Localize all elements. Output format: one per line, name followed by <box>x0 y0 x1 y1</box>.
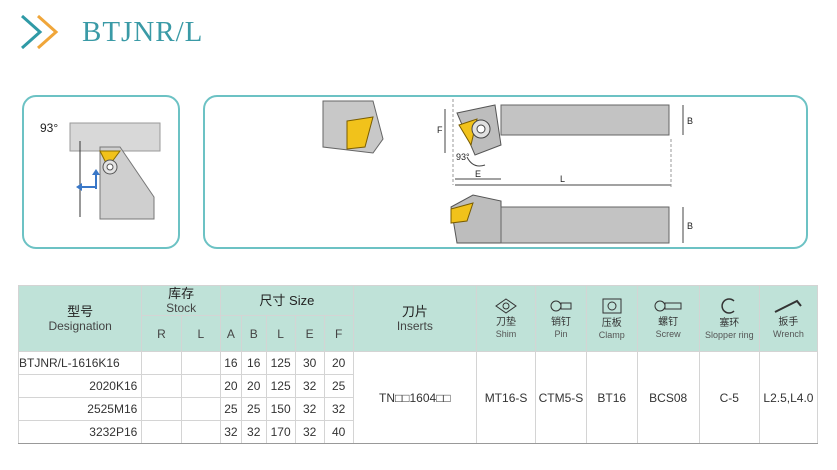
double-chevron-icon <box>21 14 59 50</box>
dimension-drawing-panel: 93° F B E L B <box>203 95 808 249</box>
clamp-header: 压板 Clamp <box>585 285 638 352</box>
dimension-drawing: 93° F B E L B <box>322 99 693 244</box>
ring-cell: C-5 <box>698 351 760 444</box>
b-side-dim-label: B <box>687 221 693 231</box>
inserts-header: 刀片 Inserts <box>352 285 478 352</box>
size-e-header: E <box>294 315 325 352</box>
stock-header: 库存 Stock <box>141 285 222 316</box>
pin-header: 销钉 Pin <box>535 285 587 352</box>
size-a-header: A <box>220 315 242 352</box>
f-dim-label: F <box>437 125 443 135</box>
screw-cell: BCS08 <box>636 351 700 444</box>
approach-angle-panel: 93° <box>22 95 180 249</box>
l-dim-label: L <box>560 174 565 184</box>
screw-header: 螺钉 Screw <box>636 285 700 352</box>
size-f-header: F <box>323 315 354 352</box>
size-b-header: B <box>240 315 267 352</box>
shim-cell: MT16-S <box>475 351 537 444</box>
b-dim-label: B <box>687 116 693 126</box>
wrench-cell: L2.5,L4.0 <box>758 351 819 444</box>
pin-icon <box>550 300 572 311</box>
size-l-header: L <box>265 315 296 352</box>
e-dim-label: E <box>475 169 481 179</box>
designation-header: 型号 Designation <box>17 285 143 352</box>
clamp-icon <box>602 298 622 313</box>
pin-cell: CTM5-S <box>535 351 587 444</box>
ring-icon <box>721 297 735 314</box>
wrench-header: 扳手 Wrench <box>758 285 819 352</box>
header: BTJNR/L <box>18 10 203 54</box>
stock-r-header: R <box>141 315 182 352</box>
approach-angle-label: 93° <box>40 121 59 135</box>
stock-l-header: L <box>180 315 222 352</box>
shim-header: 刀垫 Shim <box>475 285 537 352</box>
angle-dim-label: 93° <box>456 152 470 162</box>
insert-cell: TN□□1604□□ <box>352 351 478 444</box>
size-header: 尺寸 Size <box>220 285 354 316</box>
clamp-cell: BT16 <box>585 351 638 444</box>
spec-table: 型号 Designation 库存 Stock 尺寸 Size 刀片 Inser… <box>17 285 819 444</box>
page-title: BTJNR/L <box>82 15 204 48</box>
ring-header: 塞环 Slopper ring <box>698 285 760 352</box>
wrench-icon <box>774 299 803 313</box>
shim-icon <box>495 297 517 314</box>
approach-angle-drawing <box>69 122 161 220</box>
screw-icon <box>654 300 682 311</box>
